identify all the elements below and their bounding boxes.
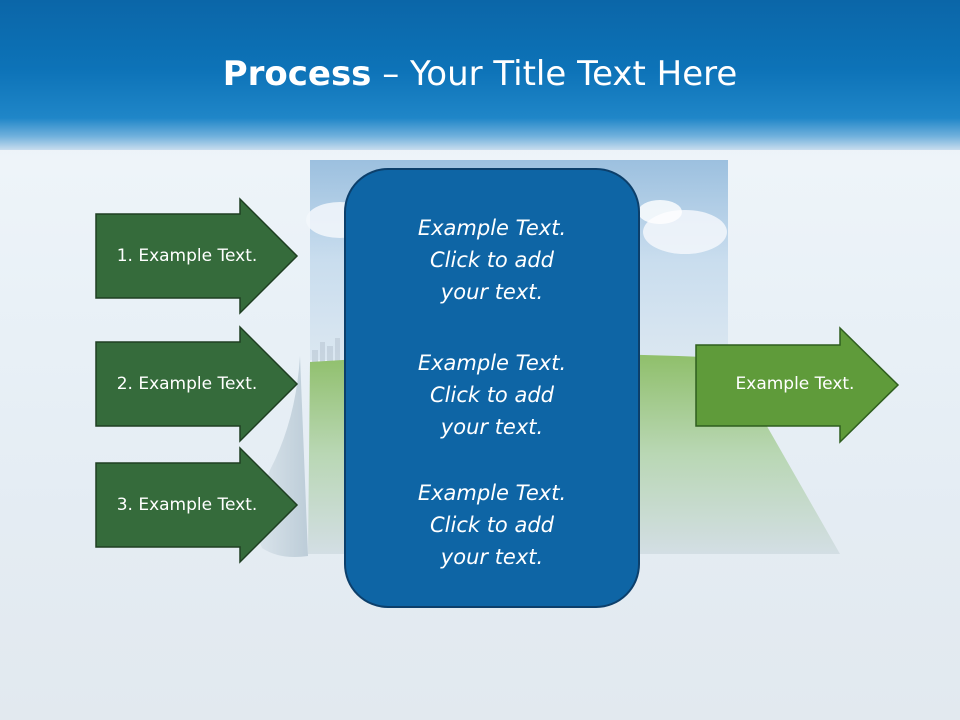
block-line: Example Text.	[417, 216, 567, 240]
block-line: Click to add	[429, 248, 554, 272]
center-text-block-3: Example Text. Click to add your text.	[344, 477, 640, 573]
cloud	[638, 200, 682, 224]
center-text-block-1: Example Text. Click to add your text.	[344, 212, 640, 308]
arrow-shape-right	[695, 326, 900, 444]
title-bold: Process	[222, 54, 372, 94]
title-banner	[0, 0, 960, 150]
block-line: your text.	[440, 545, 544, 569]
center-text-block-2: Example Text. Click to add your text.	[344, 347, 640, 443]
arrow-shape-1	[95, 197, 299, 315]
block-line: Click to add	[429, 513, 554, 537]
arrow-shape-2	[95, 325, 299, 443]
left-arrow-label-2: 2. Example Text.	[116, 374, 258, 394]
center-text-box[interactable]	[344, 168, 640, 608]
city-skyline	[312, 338, 340, 366]
left-arrow-label-3: 3. Example Text.	[116, 495, 258, 515]
left-arrow-label-1: 1. Example Text.	[116, 246, 258, 266]
right-arrow-label: Example Text.	[735, 374, 855, 394]
block-line: Example Text.	[417, 481, 567, 505]
block-line: Click to add	[429, 383, 554, 407]
block-line: Example Text.	[417, 351, 567, 375]
block-line: your text.	[440, 280, 544, 304]
title-rest: – Your Title Text Here	[371, 54, 738, 94]
arrow-shape-3	[95, 446, 299, 564]
block-line: your text.	[440, 415, 544, 439]
page-title: Process – Your Title Text Here	[0, 52, 960, 96]
